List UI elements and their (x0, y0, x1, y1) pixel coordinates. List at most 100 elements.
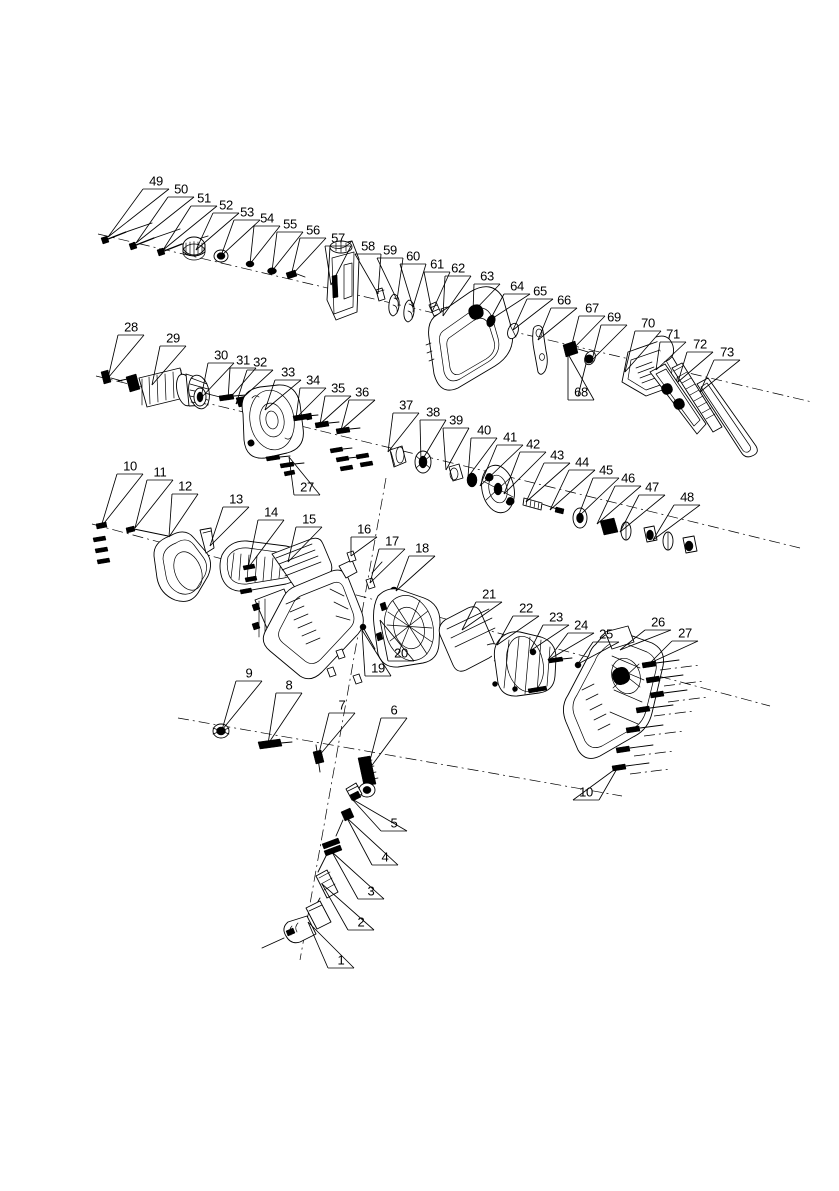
callout-number-36: 36 (355, 384, 369, 400)
callout-number-56: 56 (306, 222, 320, 238)
callout-number-27: 27 (300, 479, 314, 495)
callout-leader (361, 629, 392, 677)
callout-leader (624, 330, 636, 373)
callout-number-30: 30 (214, 347, 228, 363)
callout-leader (366, 717, 382, 773)
callout-leader (431, 271, 451, 313)
callout-number-28: 28 (124, 319, 138, 335)
callout-leader (107, 334, 145, 379)
row3-parts (92, 521, 709, 775)
callout-number-59: 59 (383, 242, 397, 258)
part-73 (696, 377, 758, 458)
part-33 (241, 384, 304, 459)
callout-number-43: 43 (550, 447, 564, 463)
callout-number-12: 12 (178, 478, 192, 494)
callout-leader (249, 225, 281, 265)
callout-leader (168, 493, 173, 538)
callout-leader (652, 504, 701, 541)
callout-leader (200, 362, 235, 399)
callout-leader (655, 341, 687, 371)
callout-leader (396, 257, 404, 301)
callout-number-69: 69 (607, 309, 621, 325)
callout-leader (619, 494, 666, 533)
callout-leader (271, 231, 304, 272)
callout-number-72: 72 (693, 336, 707, 352)
part-40 (466, 472, 478, 488)
callout-leader (461, 601, 477, 631)
callout-leader (467, 437, 498, 478)
axis-small-bits (492, 681, 548, 694)
part-72 (671, 362, 723, 433)
callout-leader (512, 298, 528, 331)
callout-leader (503, 451, 547, 495)
callout-number-34: 34 (306, 372, 320, 388)
callout-leader (549, 469, 596, 511)
callout-leader (319, 395, 326, 425)
callout-number-33: 33 (281, 364, 295, 380)
callout-number-25: 25 (599, 626, 613, 642)
callout-leader (596, 485, 642, 525)
callout-leader (395, 555, 436, 592)
callout-leader (537, 307, 552, 341)
callout-number-48: 48 (680, 489, 694, 505)
part-12 (153, 527, 215, 602)
callout-leader (379, 619, 415, 662)
callout-leader (577, 477, 594, 518)
callout-leader (442, 275, 446, 317)
callout-number-13: 13 (229, 491, 243, 507)
callout-leader (107, 188, 170, 238)
callout-leader (288, 456, 295, 496)
callout-number-29: 29 (166, 330, 180, 346)
callout-leader (442, 427, 447, 471)
part-36 (335, 426, 361, 435)
callout-leader (151, 345, 161, 386)
callout-leader (247, 519, 285, 569)
callout-leader (100, 473, 144, 528)
callout-number-40: 40 (477, 422, 491, 438)
callout-leader (366, 717, 408, 773)
callout-number-51: 51 (197, 190, 211, 206)
part-42 (522, 497, 565, 515)
callout-leader (395, 555, 410, 592)
part-1 (261, 900, 332, 949)
callout-leader (307, 921, 355, 969)
callout-leader (135, 196, 169, 244)
callout-leader (412, 263, 427, 308)
callout-number-38: 38 (426, 404, 440, 420)
callout-leader (267, 692, 303, 745)
callout-leader (503, 451, 521, 495)
callout-leader (317, 712, 356, 758)
callout-leader (619, 494, 640, 533)
callout-number-7: 7 (338, 697, 346, 713)
callout-leader (442, 275, 472, 317)
callout-leader (221, 680, 263, 731)
callout-number-41: 41 (503, 429, 517, 445)
part-67 (562, 340, 589, 358)
callout-number-5: 5 (390, 815, 398, 831)
callout-leader (290, 237, 327, 277)
callout-leader (537, 307, 578, 341)
callout-leader (209, 506, 224, 547)
small-screws-36 (329, 446, 374, 472)
part-47 (662, 531, 674, 551)
part-26 (563, 625, 664, 759)
callout-leader (472, 283, 501, 313)
callout-leader (227, 367, 257, 401)
callout-leader (467, 437, 472, 478)
callout-number-22: 22 (519, 600, 533, 616)
callout-leader (569, 315, 606, 353)
callout-number-62: 62 (451, 260, 465, 276)
callout-number-11: 11 (153, 464, 167, 480)
callout-number-63: 63 (480, 268, 494, 284)
callout-number-46: 46 (621, 470, 635, 486)
callout-leader (317, 712, 330, 758)
callout-leader (677, 351, 714, 383)
part-16 (346, 550, 357, 563)
callout-leader (649, 640, 699, 664)
callout-leader (472, 283, 475, 313)
part-9 (212, 723, 230, 739)
callout-number-57: 57 (331, 230, 345, 246)
callout-leader (321, 883, 375, 931)
